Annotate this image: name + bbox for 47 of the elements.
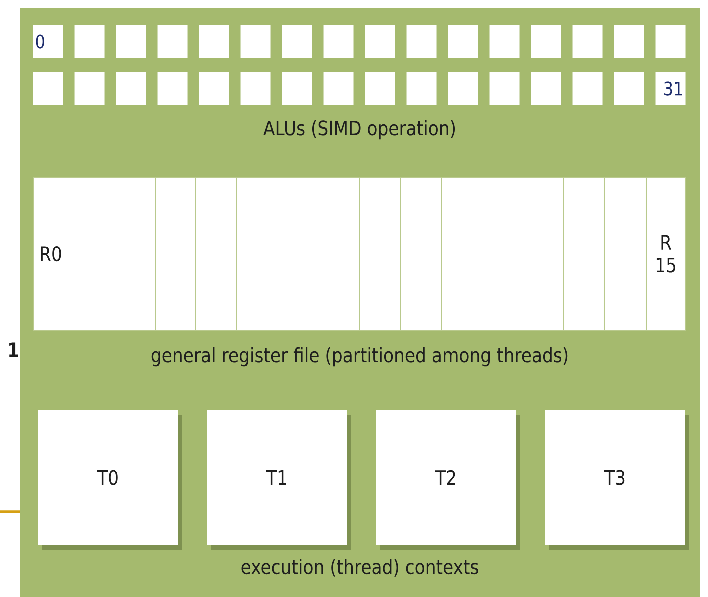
alu-box bbox=[74, 25, 105, 58]
alu-box bbox=[365, 72, 396, 106]
thread-context-box: T1 bbox=[207, 410, 351, 550]
alu-box bbox=[199, 72, 230, 106]
alu-box bbox=[531, 72, 562, 106]
alu-box bbox=[282, 25, 312, 58]
register-slot bbox=[155, 177, 196, 332]
alu-box bbox=[324, 25, 354, 58]
alu-box bbox=[572, 25, 603, 58]
register-slot bbox=[195, 177, 238, 332]
alu-box bbox=[158, 72, 188, 106]
alu-box bbox=[324, 72, 354, 106]
alu-box bbox=[240, 72, 271, 106]
alu-box bbox=[656, 25, 686, 58]
alu-box bbox=[365, 25, 396, 58]
alu-box bbox=[240, 25, 271, 58]
alu-box: 31 bbox=[656, 72, 686, 106]
alu-box bbox=[74, 72, 105, 106]
thread-context-box: T0 bbox=[38, 410, 182, 550]
alu-box bbox=[490, 72, 520, 106]
alu-box bbox=[406, 72, 437, 106]
alu-box bbox=[531, 25, 562, 58]
register-slot bbox=[604, 177, 648, 332]
caption-text: general register file (partitioned among threads) bbox=[152, 347, 568, 367]
register-slot bbox=[563, 177, 606, 332]
alu-box bbox=[490, 25, 520, 58]
thread-context-box: T2 bbox=[376, 410, 520, 550]
alu-box bbox=[572, 72, 603, 106]
alu-box bbox=[406, 25, 437, 58]
caption-text: execution (thread) contexts bbox=[242, 559, 478, 577]
alu-box bbox=[448, 72, 478, 106]
register-slot bbox=[400, 177, 442, 332]
register-slot: R 15 bbox=[646, 177, 686, 332]
caption-text: ALUs (SIMD operation) bbox=[264, 120, 456, 140]
page-number: 1 bbox=[10, 342, 18, 358]
register-slot bbox=[359, 177, 402, 332]
alu-box bbox=[116, 72, 146, 106]
alu-box bbox=[448, 25, 478, 58]
alu-box bbox=[614, 25, 644, 58]
alu-box bbox=[199, 25, 230, 58]
alu-box bbox=[116, 25, 146, 58]
thread-context-box: T3 bbox=[545, 410, 689, 550]
alu-box bbox=[33, 72, 64, 106]
alu-box bbox=[614, 72, 644, 106]
alu-box bbox=[282, 72, 312, 106]
alu-box bbox=[158, 25, 188, 58]
alu-box: 0 bbox=[33, 25, 64, 58]
